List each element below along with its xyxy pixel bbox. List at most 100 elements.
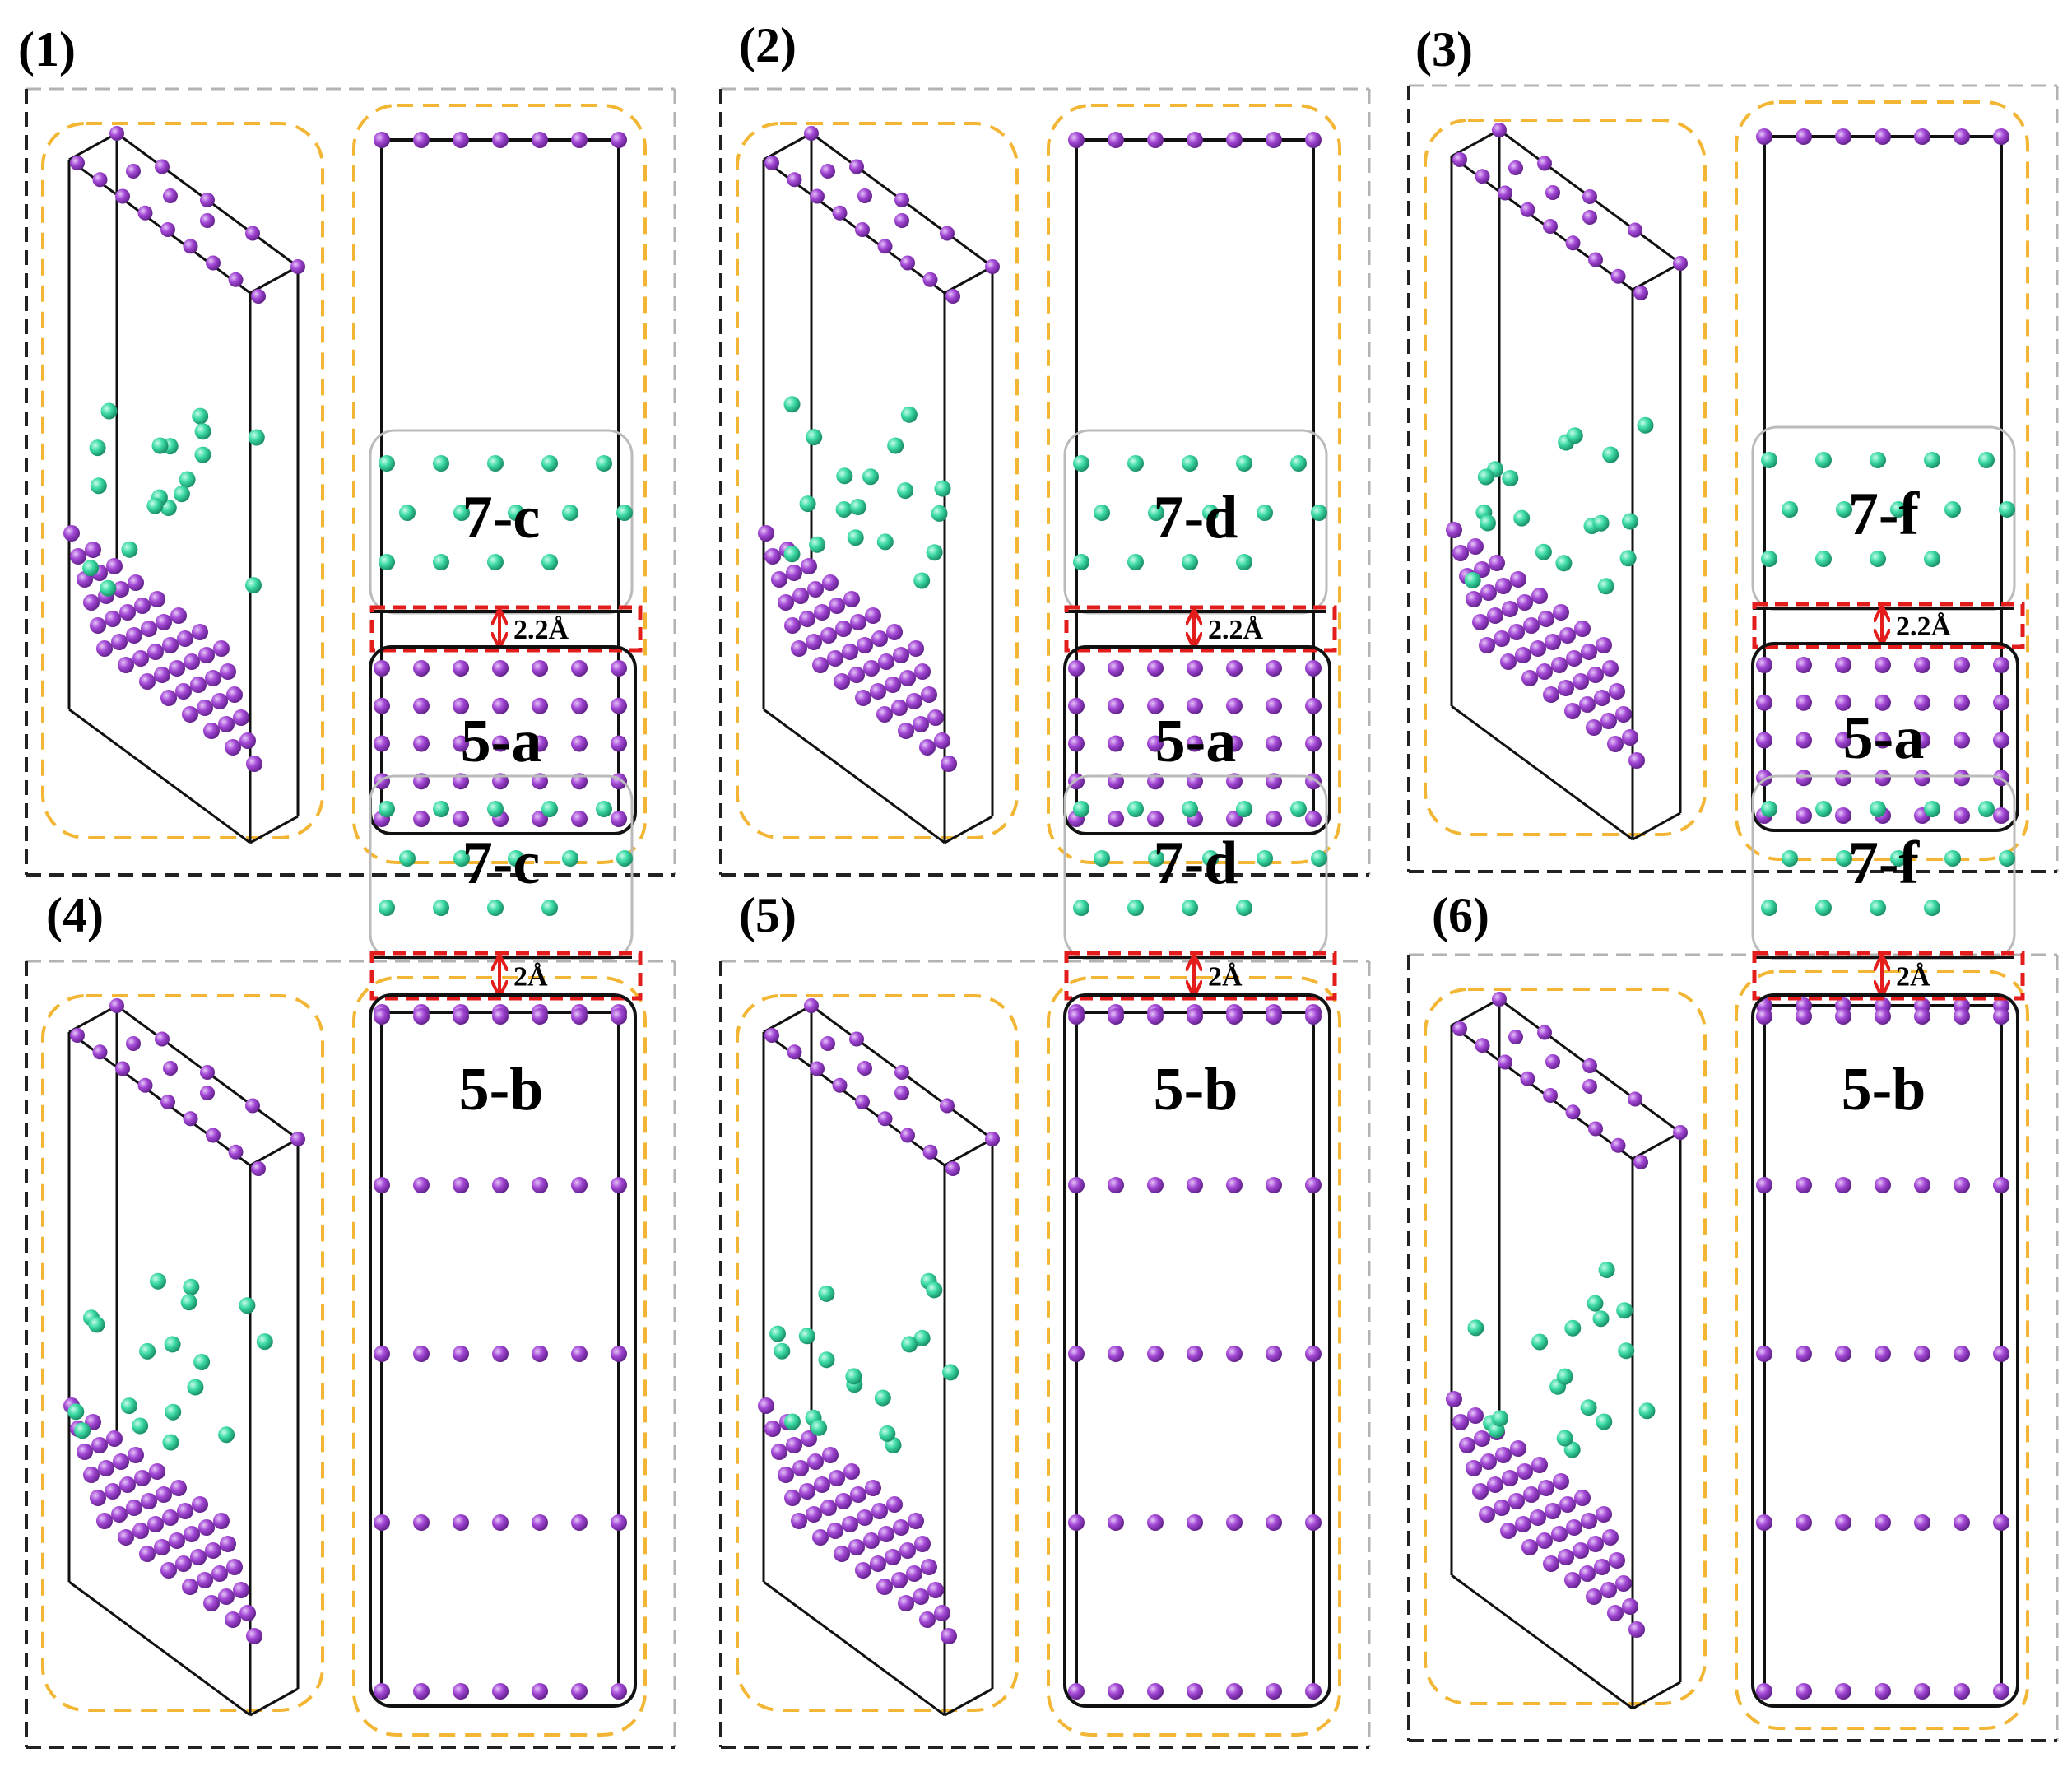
violet-atom [571,1177,588,1193]
violet-atom [1835,1514,1851,1531]
violet-atom [1508,1493,1525,1509]
perspective-cell [758,126,1000,844]
violet-atom [1479,637,1495,653]
teal-atom [1924,801,1940,817]
panel-label: (3) [1415,22,1473,77]
violet-atom [1566,650,1582,667]
perspective-cell [758,998,1000,1717]
teal-atom [1182,801,1198,817]
violet-atom [829,1470,845,1486]
teal-atom [1924,452,1940,468]
violet-atom [1610,268,1626,284]
violet-atom [1108,811,1124,827]
violet-atom [233,1582,249,1598]
violet-atom [83,1467,100,1483]
violet-atom [1914,1008,1930,1025]
violet-atom [1446,1391,1462,1407]
violet-atom [827,1523,843,1539]
violet-atom [870,683,886,700]
teal-atom [1202,850,1219,867]
violet-atom [170,607,187,624]
top-layer-label: 7-c [462,484,541,551]
violet-atom [115,188,130,204]
violet-atom [571,1514,588,1531]
teal-atom [164,1336,181,1353]
violet-atom [1495,578,1512,594]
violet-atom [571,697,588,714]
violet-atom [1147,735,1164,752]
violet-atom [571,660,588,677]
violet-atom [611,697,627,714]
teal-atom [1836,501,1852,518]
violet-atom [1914,128,1930,145]
violet-atom [1187,735,1203,752]
violet-atom [205,670,221,686]
violet-atom [827,650,843,667]
violet-atom [914,663,931,680]
teal-atom [799,495,816,513]
violet-atom [1517,594,1533,611]
panel-label: (6) [1432,888,1489,942]
cell-edge [1451,997,1500,1027]
teal-atom [1815,900,1832,916]
violet-atom [109,126,124,141]
violet-atom [492,1008,509,1025]
teal-atom [849,499,866,515]
violet-atom [611,811,627,827]
violet-atom [922,1144,938,1160]
violet-atom [900,1128,915,1143]
violet-atom [784,1490,801,1506]
violet-atom [1594,690,1610,706]
violet-atom [1796,1177,1812,1193]
top-layer-label: 7-f [1848,481,1921,548]
violet-atom [863,1532,880,1549]
violet-atom [1545,634,1561,650]
violet-atom [1835,807,1851,824]
violet-atom [1954,694,1970,711]
perspective-view-group [736,122,1019,839]
violet-atom [913,1588,929,1605]
teal-atom [1555,555,1573,572]
teal-atom [926,544,943,561]
violet-atom [1517,1463,1533,1480]
cell-edge [1451,704,1633,841]
violet-atom [927,1582,944,1598]
cell-edge [249,1137,299,1167]
violet-atom [1582,1079,1597,1094]
violet-atom [149,1463,165,1480]
bottom-layer-region [1063,645,1331,835]
violet-atom [899,1542,916,1559]
violet-atom [154,667,170,683]
teal-atom [508,505,524,521]
violet-atom [1266,1177,1282,1193]
violet-atom [812,1529,829,1546]
violet-atom [1954,732,1970,749]
violet-atom [792,1460,809,1476]
violet-atom [1226,132,1243,148]
violet-atom [1147,660,1164,677]
teal-atom [1618,1342,1635,1360]
panel: (3)7-f2.2Å5-a [1407,22,2059,873]
violet-atom [865,607,881,624]
violet-atom [1459,1437,1475,1453]
violet-atom [934,732,950,749]
violet-atom [374,1177,390,1193]
teal-atom [879,1425,896,1442]
teal-atom [541,801,558,817]
violet-atom [1835,657,1851,673]
violet-atom [1108,697,1124,714]
teal-atom [847,529,864,546]
violet-atom [1588,1121,1603,1137]
teal-atom [1761,551,1777,567]
violet-atom [1536,1532,1553,1549]
violet-atom [1480,1453,1497,1470]
teal-atom [194,423,211,440]
teal-atom [433,900,449,916]
panel-label: (5) [739,888,797,942]
violet-atom [532,735,548,752]
violet-atom [203,1595,220,1611]
violet-atom [1187,1514,1203,1531]
violet-atom [155,1031,170,1047]
cell-edge [68,132,118,161]
violet-atom [1510,571,1526,588]
